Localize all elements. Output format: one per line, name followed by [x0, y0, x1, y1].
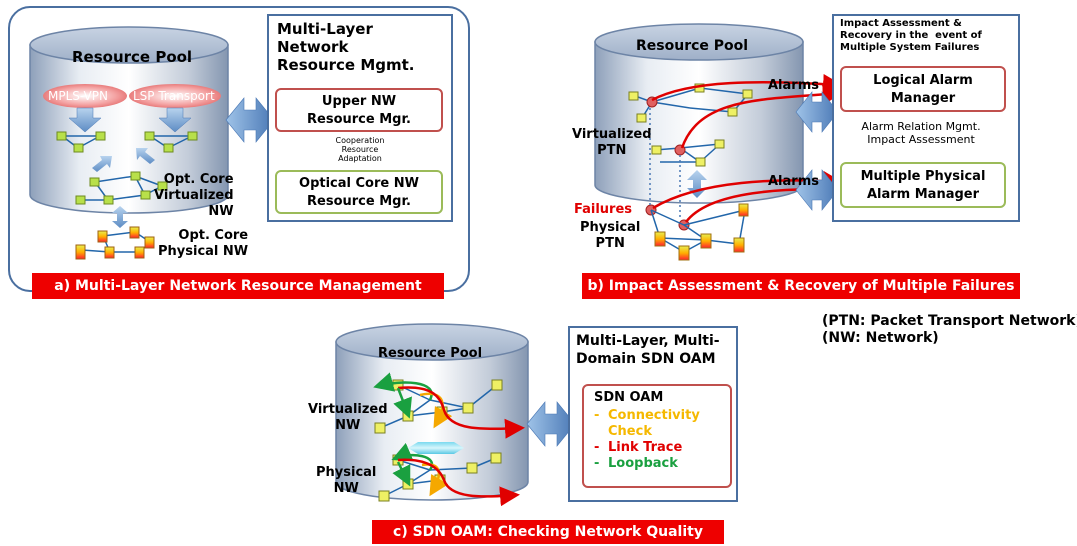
opt-core-virtualized-label: Opt. Core Virtualized NW [154, 172, 234, 219]
note-ptn: (PTN: Packet Transport Network) [822, 313, 1077, 329]
virtualized-ptn-label: Virtualized PTN [572, 127, 652, 158]
mpls-vpn-label: MPLS-VPN [48, 89, 108, 103]
sdn-oam-main-title: Multi-Layer, Multi- Domain SDN OAM [576, 333, 720, 367]
sdn-oam-head: SDN OAM [594, 390, 664, 405]
resource-pool-title-b: Resource Pool [636, 38, 749, 54]
impact-assessment-title: Impact Assessment & Recovery in the even… [840, 18, 982, 53]
physical-ptn-label: Physical PTN [580, 220, 641, 251]
oam-item-link-trace: -Link Trace [594, 440, 683, 455]
virtualized-nw-label: Virtualized NW [308, 402, 388, 433]
cooperation-label: Cooperation Resource Adaptation [335, 136, 385, 163]
lsp-transport-bubble [129, 84, 221, 108]
multiple-physical-alarm-manager: Multiple Physical Alarm Manager [840, 162, 1006, 208]
oam-item-loopback: -Loopback [594, 456, 678, 471]
upper-nw-resource-mgr: Upper NW Resource Mgr. [275, 88, 443, 132]
alarm-relation-label: Alarm Relation Mgmt. Impact Assessment [861, 120, 981, 146]
failures-label: Failures [574, 202, 633, 217]
logical-alarm-manager: Logical Alarm Manager [840, 66, 1006, 112]
resource-pool-title-a: Resource Pool [72, 48, 193, 66]
caption-b: b) Impact Assessment & Recovery of Multi… [582, 273, 1020, 299]
oam-item-connectivity: -Connectivity Check [594, 408, 700, 439]
resource-pool-title-c: Resource Pool [378, 346, 483, 361]
caption-c: c) SDN OAM: Checking Network Quality [372, 520, 724, 544]
physical-nw-label: Physical NW [316, 465, 377, 496]
optical-core-nw-resource-mgr: Optical Core NW Resource Mgr. [275, 170, 443, 214]
opt-core-physical-label: Opt. Core Physical NW [158, 228, 249, 259]
alarms-label-2: Alarms [768, 174, 819, 189]
mpls-vpn-bubble [43, 84, 127, 108]
lsp-transport-label: LSP Transport [133, 89, 215, 103]
caption-a: a) Multi-Layer Network Resource Manageme… [32, 273, 444, 299]
alarms-label-1: Alarms [768, 78, 819, 93]
note-nw: (NW: Network) [822, 330, 939, 346]
multi-layer-mgmt-title: Multi-Layer Network Resource Mgmt. [277, 20, 415, 74]
sdn-oam-list-box: SDN OAM -Connectivity Check -Link Trace … [582, 384, 732, 488]
